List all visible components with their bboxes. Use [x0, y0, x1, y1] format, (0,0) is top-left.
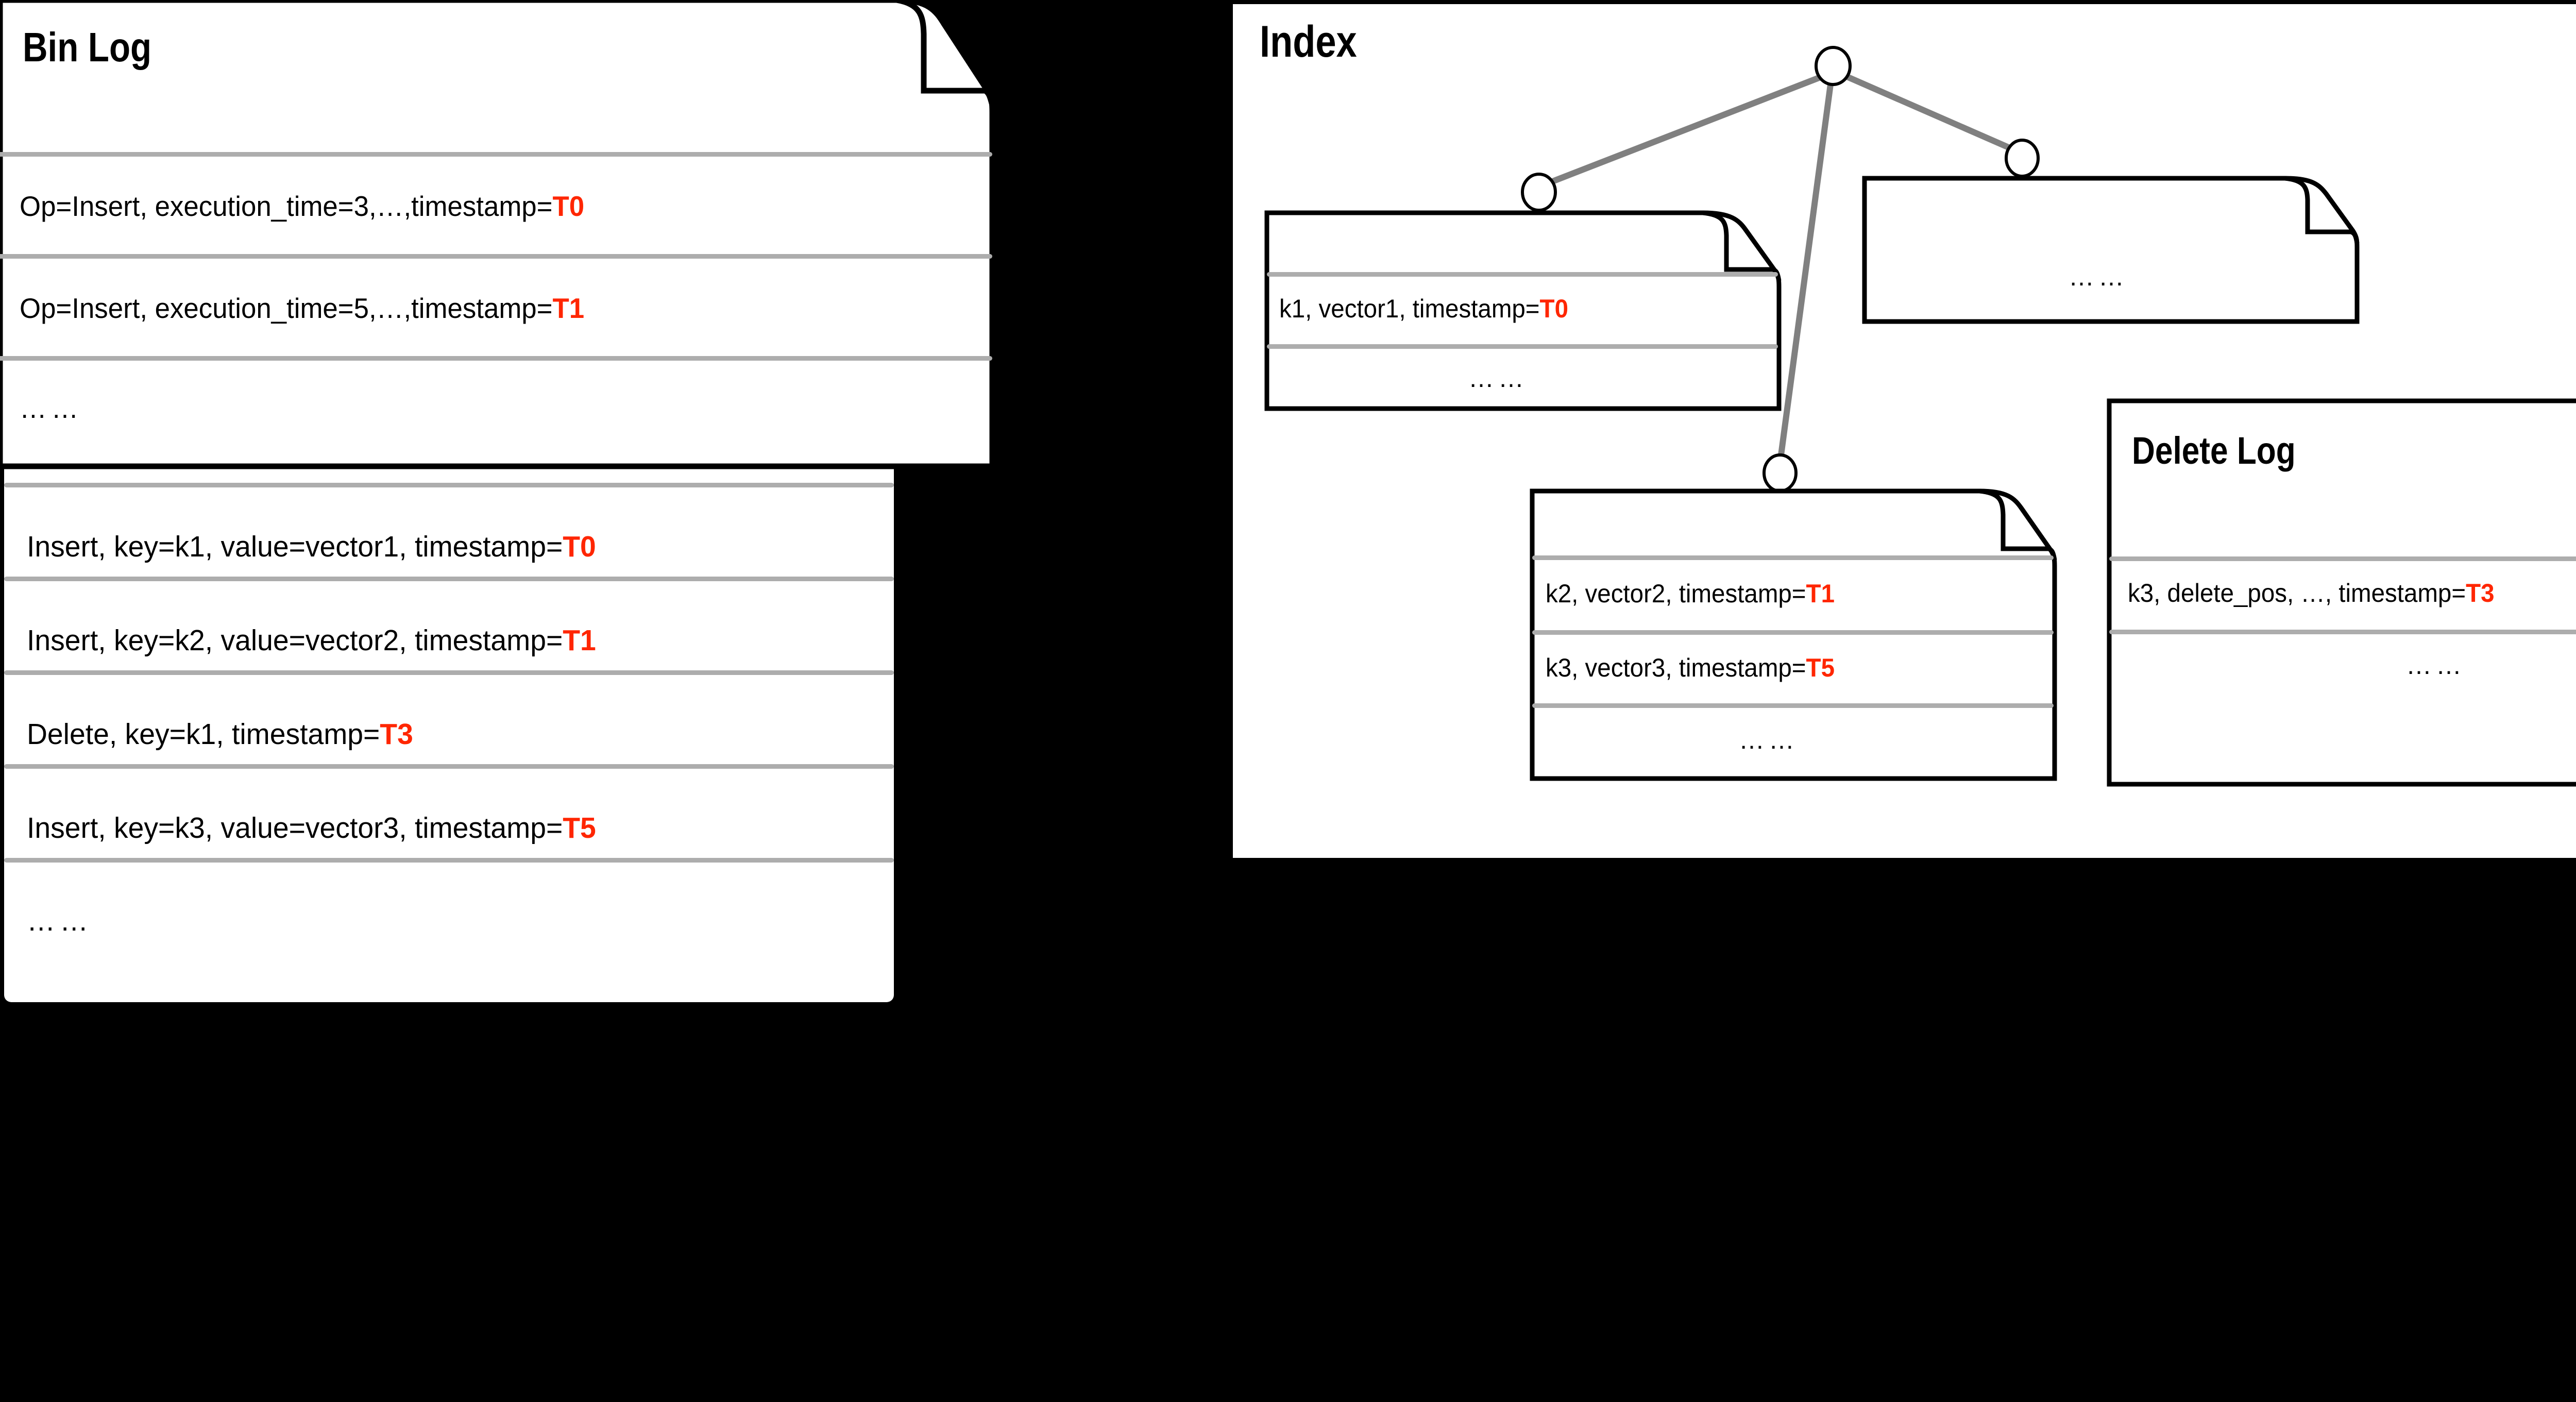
wal-entry: Delete, key=k1, timestamp=T3: [27, 717, 413, 751]
delete-log-entry: k3, delete_pos, …, timestamp=T3: [2128, 578, 2495, 608]
leaf-ellipsis: ……: [2069, 262, 2128, 291]
wal-entry-text: Delete, key=k1, timestamp=: [27, 718, 380, 751]
leaf-separator: [1532, 630, 2054, 635]
bin-log-separator: [0, 254, 992, 259]
delete-log-entry-ellipsis: ……: [2406, 651, 2466, 680]
bin-log-entry-text: Op=Insert, execution_time=3,…,timestamp=: [20, 190, 553, 222]
wal-entry-text: Insert, key=k3, value=vector3, timestamp…: [27, 812, 563, 844]
leaf-separator: [1267, 272, 1778, 277]
wal-entry-timestamp: T0: [563, 530, 596, 563]
leaf-entry-ellipsis: ……: [1468, 364, 1528, 393]
index-leaf-k1: k1, vector1, timestamp=T0 ……: [1264, 209, 1782, 411]
bin-log-entry: Op=Insert, execution_time=5,…,timestamp=…: [20, 292, 584, 325]
page-shape: [0, 0, 995, 469]
leaf-entry: k1, vector1, timestamp=T0: [1279, 294, 1568, 324]
bin-log-box: Bin Log Op=Insert, execution_time=3,…,ti…: [0, 0, 995, 469]
wal-separator: [4, 764, 894, 769]
delete-log-title: Delete Log: [2132, 429, 2296, 472]
index-leaf-more: ……: [1862, 174, 2360, 324]
bin-log-separator: [0, 152, 992, 157]
leaf-entry-text: k2, vector2, timestamp=: [1546, 579, 1806, 608]
bin-log-entry-ellipsis: ……: [20, 392, 83, 424]
leaf-entry-ellipsis: ……: [1739, 725, 1799, 754]
wal-entry: Insert, key=k1, value=vector1, timestamp…: [27, 530, 596, 564]
leaf-separator: [1532, 555, 2054, 560]
leaf-separator: [1532, 703, 2054, 708]
page-shape: [1264, 210, 1782, 411]
wal-entry-text: Insert, key=k2, value=vector2, timestamp…: [27, 624, 563, 657]
page-shape: [2107, 398, 2576, 787]
leaf-entry-text: k1, vector1, timestamp=: [1279, 294, 1540, 323]
leaf-entry: k2, vector2, timestamp=T1: [1546, 579, 1835, 609]
delete-log-separator: [2109, 556, 2576, 561]
wal-separator: [4, 577, 894, 581]
delete-log-separator: [2109, 630, 2576, 634]
leaf-entry: k3, vector3, timestamp=T5: [1546, 653, 1835, 683]
wal-entry-ellipsis: ……: [27, 904, 93, 937]
wal-separator: [4, 670, 894, 675]
bin-log-entry: Op=Insert, execution_time=3,…,timestamp=…: [20, 190, 584, 223]
index-leaf-k2k3: k2, vector2, timestamp=T1 k3, vector3, t…: [1530, 487, 2057, 781]
tree-node-left: [1521, 173, 1557, 212]
wal-entry: Insert, key=k2, value=vector2, timestamp…: [27, 623, 596, 657]
tree-node-root: [1815, 46, 1852, 86]
leaf-entry-timestamp: T0: [1539, 294, 1568, 323]
leaf-separator: [1267, 344, 1778, 349]
bin-log-entry-text: Op=Insert, execution_time=5,…,timestamp=: [20, 292, 553, 324]
tree-node-right: [2005, 139, 2040, 178]
wal-entry-timestamp: T1: [563, 624, 596, 657]
index-title: Index: [1260, 17, 1357, 66]
wal-entry-text: Insert, key=k1, value=vector1, timestamp…: [27, 530, 563, 563]
delete-log-entry-timestamp: T3: [2466, 579, 2495, 607]
leaf-entry-timestamp: T1: [1806, 579, 1835, 608]
bin-log-title: Bin Log: [23, 24, 152, 70]
bin-log-entry-timestamp: T1: [552, 292, 585, 324]
tree-edge-right: [1844, 73, 2012, 151]
delete-log-entry-text: k3, delete_pos, …, timestamp=: [2128, 579, 2466, 607]
wal-entry-timestamp: T3: [380, 718, 413, 751]
page-shape: [1862, 176, 2360, 324]
leaf-entry-timestamp: T5: [1806, 653, 1835, 682]
bin-log-entry-timestamp: T0: [552, 190, 585, 222]
bin-log-separator: [0, 356, 992, 361]
wal-entry-timestamp: T5: [563, 812, 596, 844]
wal-separator: [4, 858, 894, 863]
wal-separator: [4, 483, 894, 487]
leaf-entry-text: k3, vector3, timestamp=: [1546, 653, 1806, 682]
wal-entry: Insert, key=k3, value=vector3, timestamp…: [27, 811, 596, 845]
index-panel: Index k1, vector1, timestamp=T0 ……: [1233, 4, 2576, 858]
tree-edge-left: [1550, 74, 1822, 185]
tree-node-bottom: [1762, 453, 1798, 493]
delete-log-box: Delete Log k3, delete_pos, …, timestamp=…: [2107, 397, 2576, 787]
